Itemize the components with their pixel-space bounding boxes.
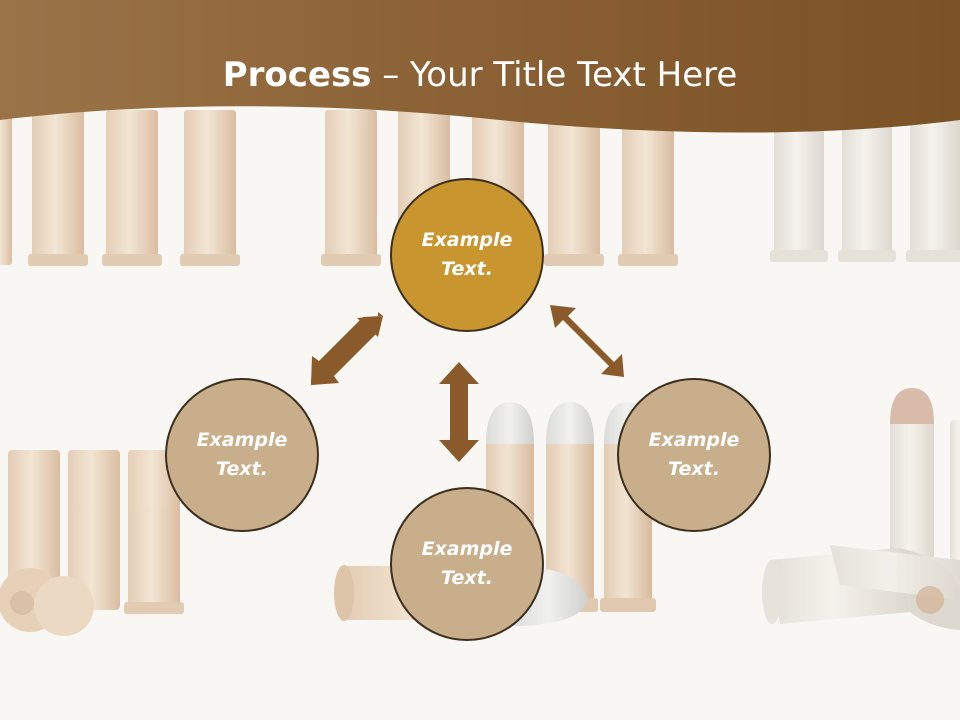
process-circle-bottom[interactable]: Example Text. [390,487,544,641]
circle-label-line1: Example [648,429,740,451]
double-arrow-icon-upper-left [311,312,383,385]
circle-label-line1: Example [421,538,513,560]
process-circle-right[interactable]: Example Text. [617,378,771,532]
double-arrow-icon-center [439,362,479,462]
circle-label-line2: Text. [441,258,493,280]
circle-label-line1: Example [196,429,288,451]
header-band [0,0,960,133]
slide-title-bold: Process [222,55,372,95]
slide-title-rest: – Your Title Text Here [371,55,738,95]
slide-title: Process – Your Title Text Here [0,52,960,98]
right-hollow-point-bullets [762,388,960,630]
top-row-silver-casings [770,110,960,262]
process-circle-left[interactable]: Example Text. [165,378,319,532]
circle-label-line1: Example [421,229,513,251]
circle-label-line2: Text. [441,567,493,589]
circle-label-line2: Text. [668,458,720,480]
process-circle-top[interactable]: Example Text. [390,178,544,332]
bottom-left-casings [0,450,184,636]
double-arrow-icon-upper-right [550,305,624,377]
circle-label-line2: Text. [216,458,268,480]
